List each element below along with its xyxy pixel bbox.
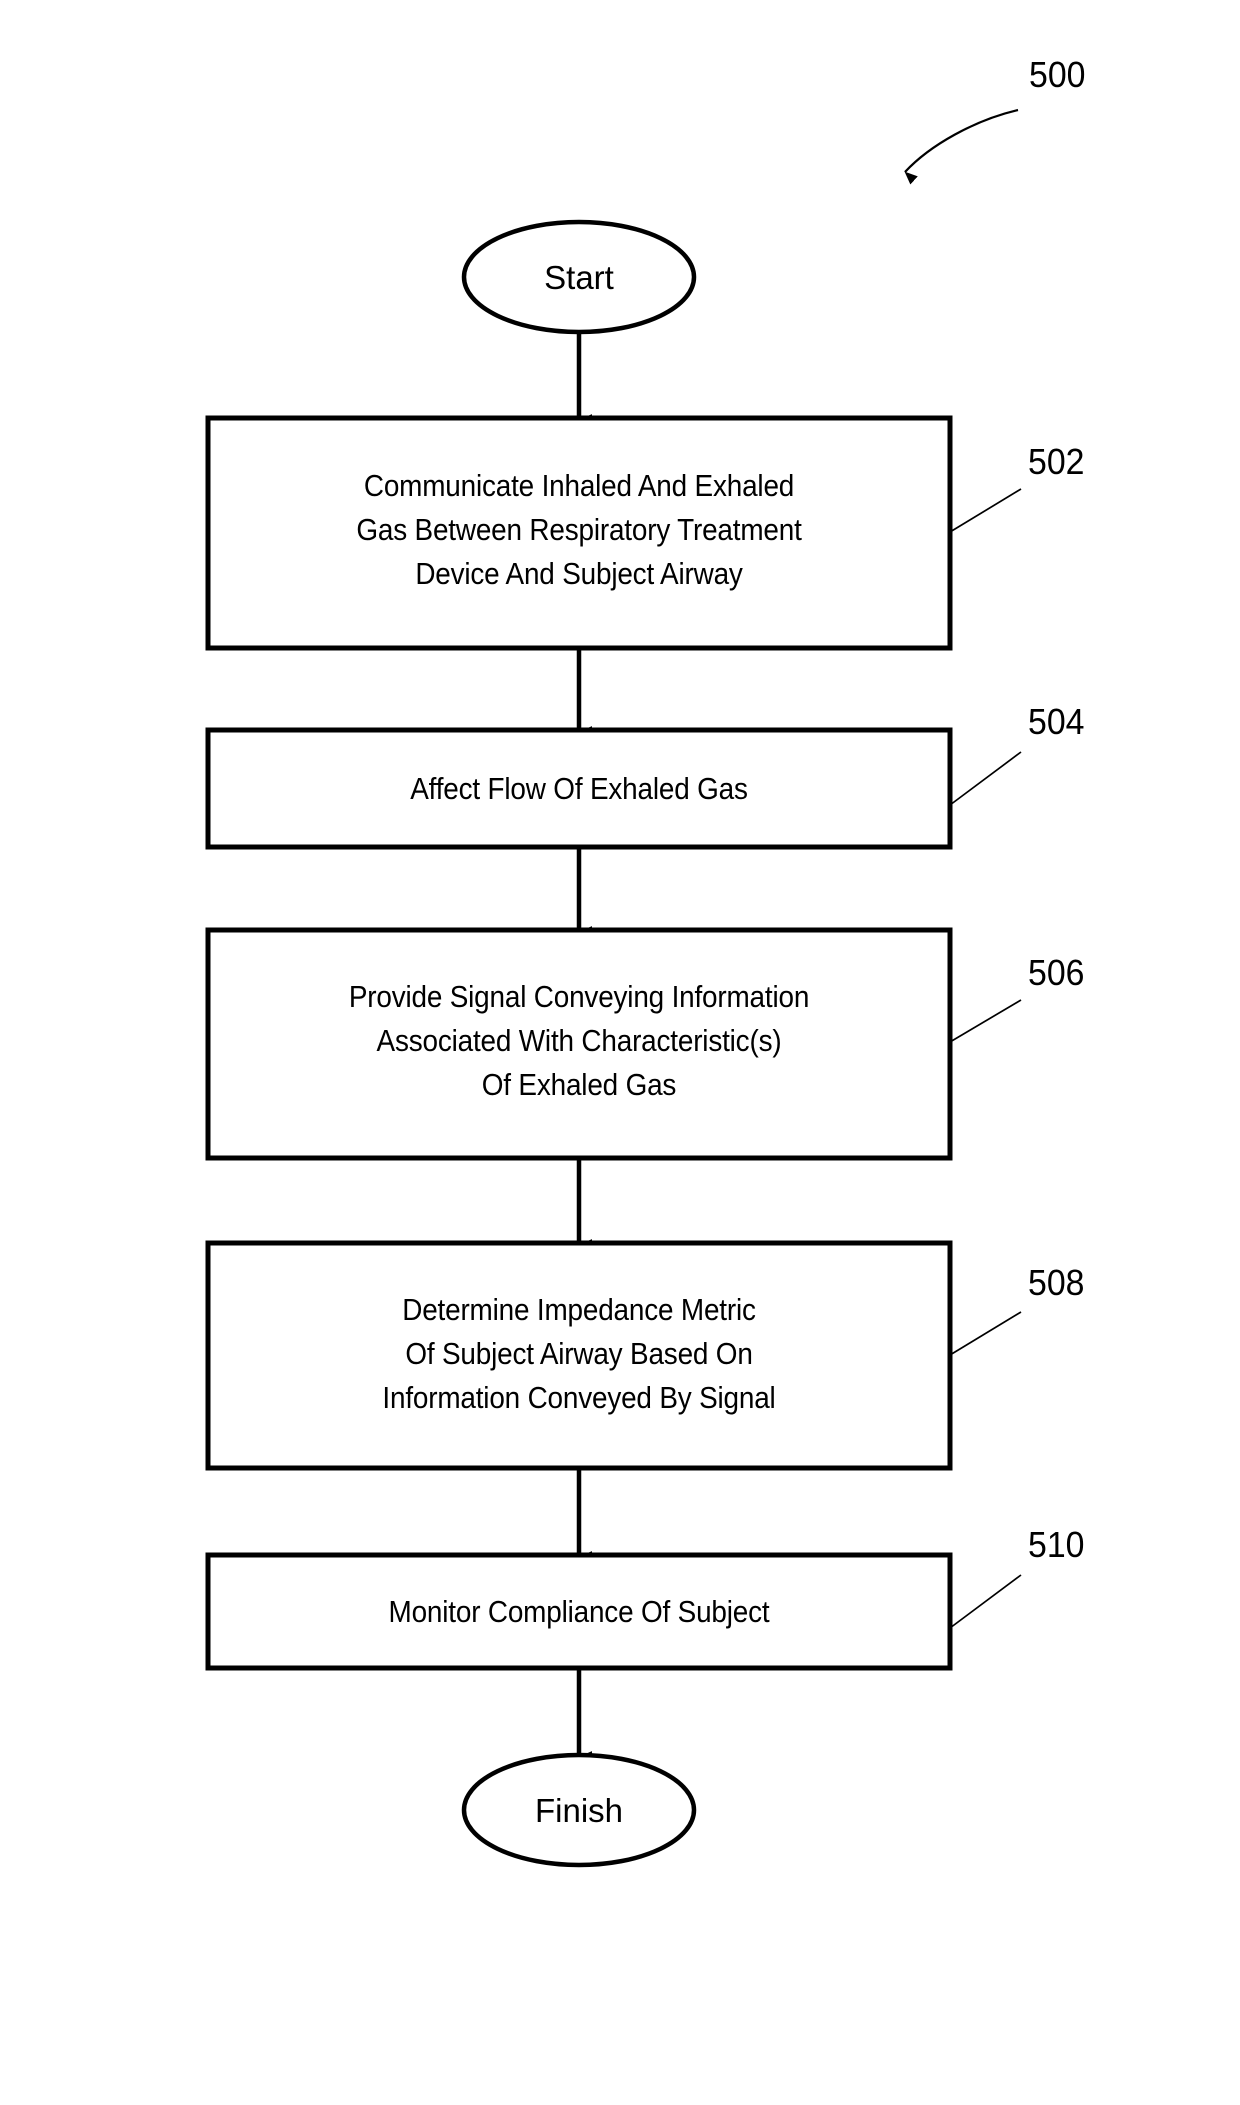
leader-line-510 — [949, 1574, 1022, 1629]
node-step-506-label: Provide Signal Conveying Information Ass… — [348, 979, 810, 1102]
reference-number-510: 510 — [1028, 1524, 1085, 1565]
figure-ref-leader-500 — [904, 108, 1019, 185]
leader-line-508 — [949, 1311, 1022, 1356]
node-step-502-shape — [205, 415, 953, 651]
node-finish-shape — [461, 1752, 697, 1868]
reference-number-508: 508 — [1028, 1262, 1085, 1303]
reference-number-506: 506 — [1028, 952, 1085, 993]
node-step-508-shape — [205, 1240, 953, 1471]
node-step-504-label: Affect Flow Of Exhaled Gas — [410, 771, 748, 806]
reference-number-502: 502 — [1028, 441, 1085, 482]
figure-reference-number: 500 — [1029, 54, 1086, 95]
node-finish-label: Finish — [534, 1792, 624, 1829]
node-step-502-label: Communicate Inhaled And Exhaled Gas Betw… — [356, 468, 802, 591]
node-step-504-shape — [205, 727, 953, 850]
node-start-label: Start — [544, 259, 614, 296]
node-step-508-label: Determine Impedance Metric Of Subject Ai… — [382, 1292, 776, 1415]
leader-line-506 — [949, 999, 1022, 1043]
leader-line-502 — [949, 488, 1022, 533]
node-step-510-label: Monitor Compliance Of Subject — [388, 1594, 770, 1629]
node-step-510-shape — [205, 1552, 953, 1671]
leader-line-504 — [949, 751, 1022, 806]
reference-number-504: 504 — [1028, 701, 1085, 742]
